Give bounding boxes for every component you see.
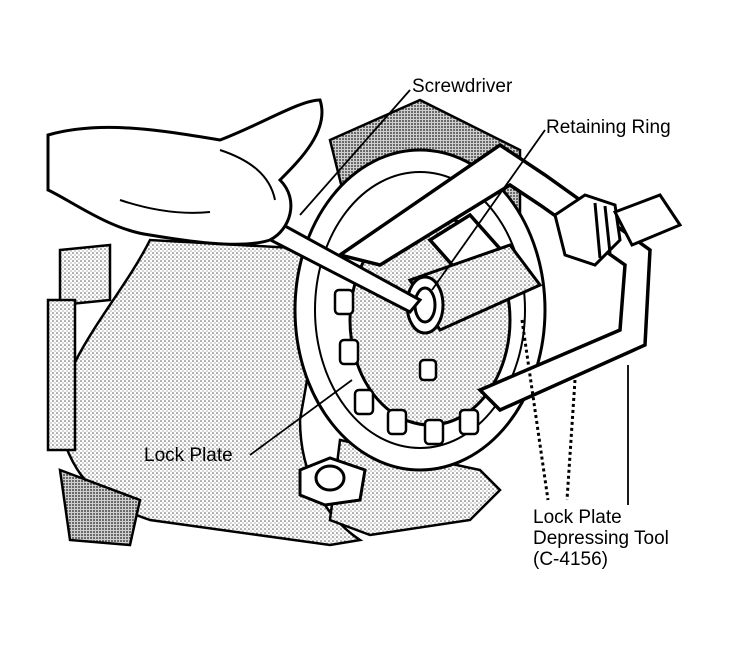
leader-lines [249,89,629,505]
technician-hand [46,98,324,246]
leader-lock-plate [249,379,353,456]
tool-forcing-screw [553,193,683,267]
leader-screwdriver [299,89,411,216]
leader-retaining-ring [431,129,546,291]
lock-plate-label: Lock Plate [144,445,233,466]
retaining-ring-label: Retaining Ring [546,117,671,138]
column-fitting [298,456,367,507]
screwdriver-label: Screwdriver [412,76,513,97]
depressing-tool-label: Lock Plate Depressing Tool (C-4156) [533,507,669,570]
tool-label-line-2: Depressing Tool [533,528,669,549]
tool-label-line-3: (C-4156) [533,549,608,570]
tool-label-line-1: Lock Plate [533,507,622,528]
bead-chains [520,319,577,501]
shaft-and-retaining-ring [405,243,543,335]
